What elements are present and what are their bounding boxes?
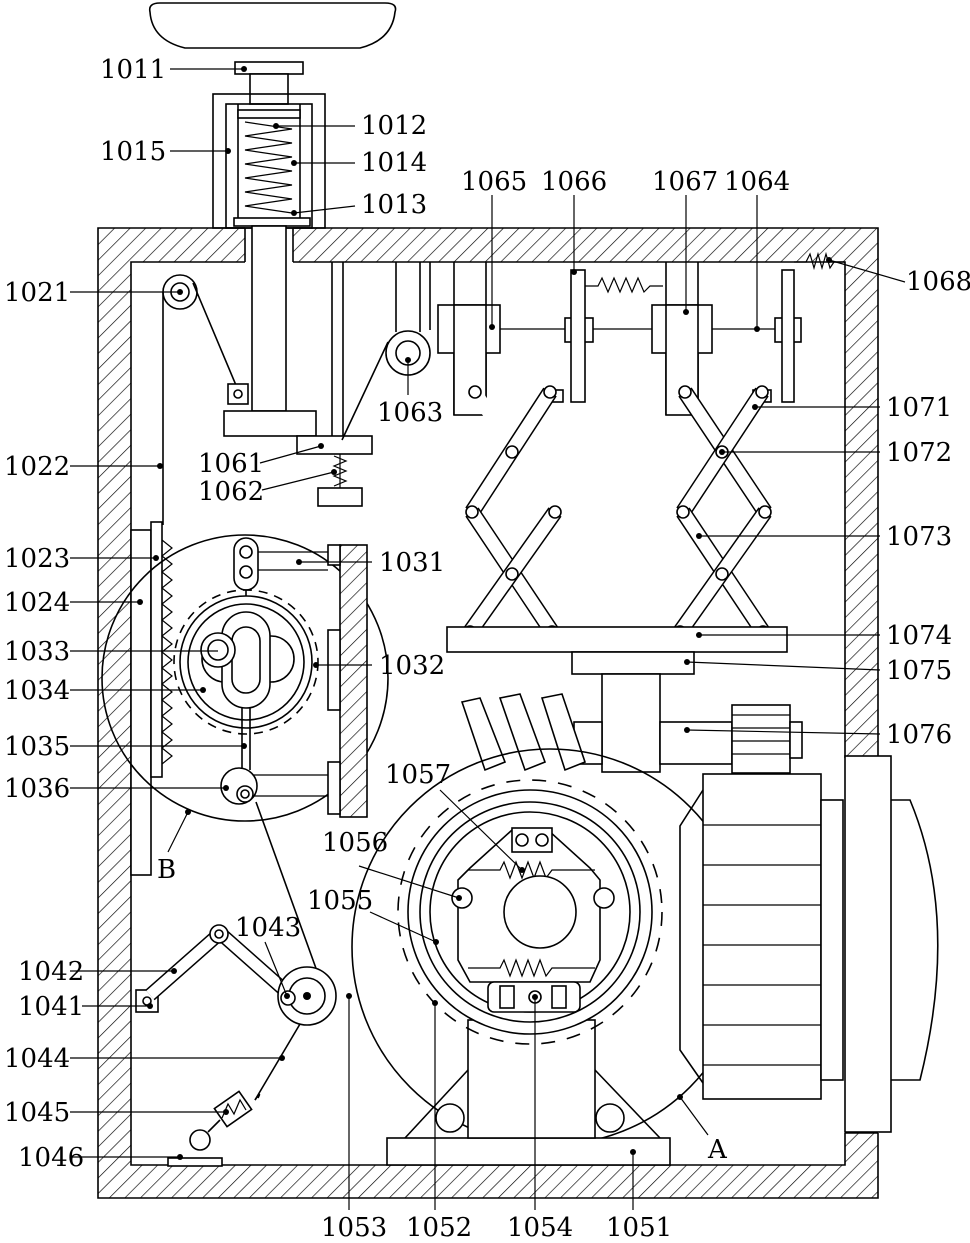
label-1062: 1062: [198, 477, 264, 507]
label-1023: 1023: [4, 544, 70, 574]
label-detail-a: A: [707, 1135, 728, 1165]
scissor-linkage-right: [674, 386, 771, 638]
label-detail-b: B: [157, 855, 176, 885]
label-1014: 1014: [361, 148, 427, 178]
label-1044: 1044: [4, 1044, 70, 1074]
label-1067: 1067: [652, 167, 718, 197]
rack-1023: [131, 522, 172, 875]
label-1075: 1075: [886, 656, 952, 686]
label-1031: 1031: [379, 548, 445, 578]
label-1011: 1011: [100, 55, 166, 85]
label-1057: 1057: [385, 760, 451, 790]
label-1055: 1055: [307, 886, 373, 916]
motor: [680, 756, 938, 1132]
label-1043: 1043: [235, 913, 301, 943]
label-1051: 1051: [606, 1213, 672, 1243]
label-1013: 1013: [361, 190, 427, 220]
label-1072: 1072: [886, 438, 952, 468]
label-1074: 1074: [886, 621, 952, 651]
label-1042: 1042: [18, 957, 84, 987]
label-1022: 1022: [4, 452, 70, 482]
press-head: [150, 3, 396, 104]
label-1053: 1053: [321, 1213, 387, 1243]
label-1054: 1054: [507, 1213, 573, 1243]
base-1051: [387, 1020, 670, 1165]
label-1034: 1034: [4, 676, 70, 706]
label-1063: 1063: [377, 398, 443, 428]
label-1071: 1071: [886, 393, 952, 423]
label-1015: 1015: [100, 137, 166, 167]
scissor-linkage-left: [464, 386, 561, 638]
label-1061: 1061: [198, 449, 264, 479]
label-1046: 1046: [18, 1143, 84, 1173]
label-1035: 1035: [4, 732, 70, 762]
label-1021: 1021: [4, 278, 70, 308]
helical-teeth: [462, 694, 585, 770]
label-1064: 1064: [724, 167, 790, 197]
label-1041: 1041: [18, 992, 84, 1022]
label-1045: 1045: [4, 1098, 70, 1128]
label-1036: 1036: [4, 774, 70, 804]
label-1032: 1032: [379, 651, 445, 681]
label-1052: 1052: [406, 1213, 472, 1243]
label-1073: 1073: [886, 522, 952, 552]
spring-housing: [213, 94, 325, 228]
upper-slide-assembly: [438, 254, 845, 415]
label-1068: 1068: [906, 267, 970, 297]
label-1056: 1056: [322, 828, 388, 858]
label-1012: 1012: [361, 111, 427, 141]
label-1065: 1065: [461, 167, 527, 197]
label-1066: 1066: [541, 167, 607, 197]
label-1033: 1033: [4, 637, 70, 667]
gear-1034: [174, 590, 318, 734]
linkage-104: [136, 925, 336, 1166]
label-1076: 1076: [886, 720, 952, 750]
label-1024: 1024: [4, 588, 70, 618]
